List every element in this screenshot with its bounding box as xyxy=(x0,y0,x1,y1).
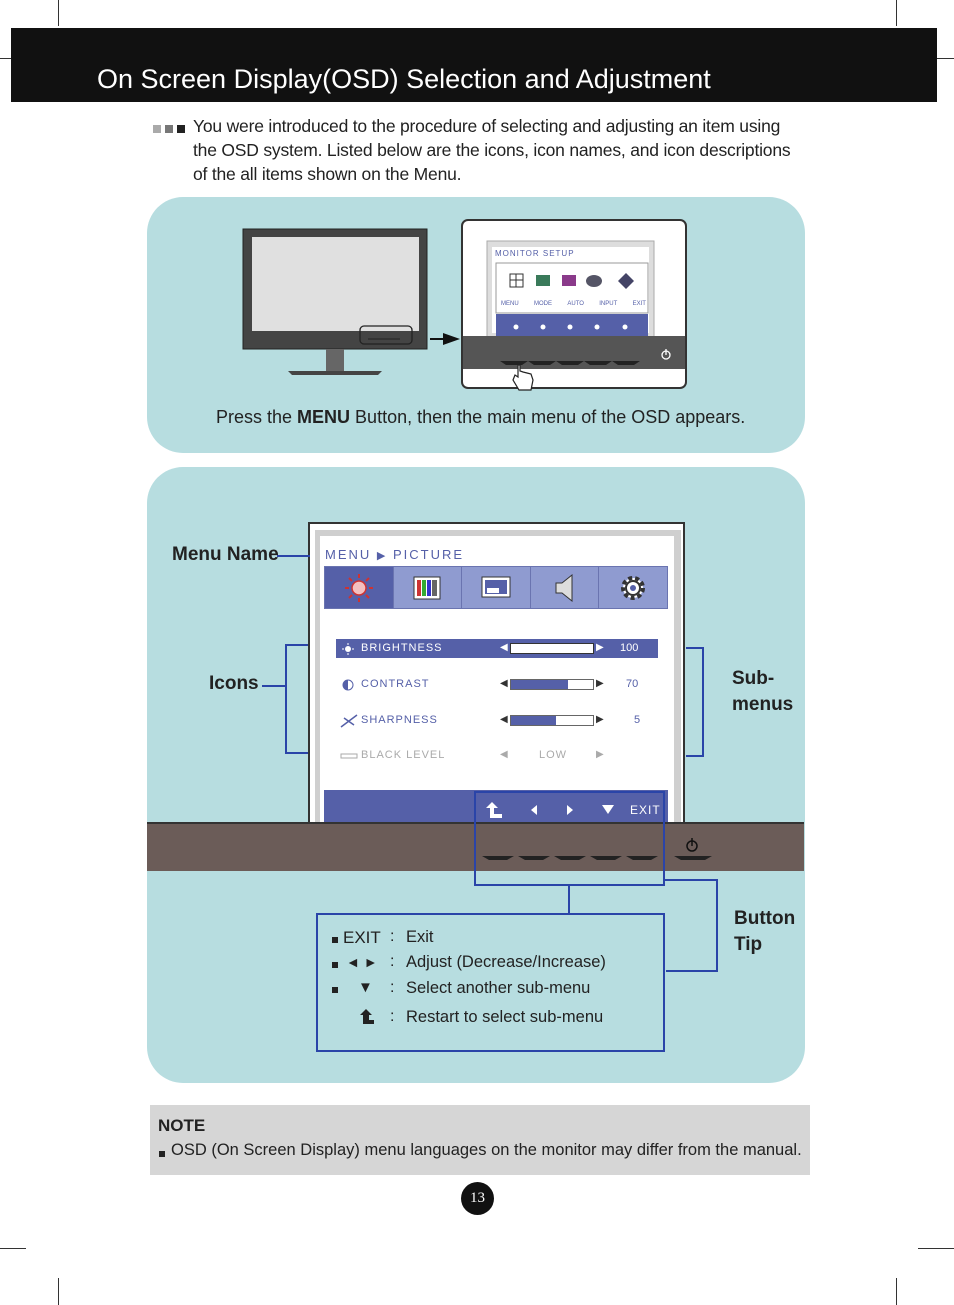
submenu-label: BLACK LEVEL xyxy=(361,749,446,761)
submenu-value: LOW xyxy=(539,749,568,761)
menu-caption: Press the MENU Button, then the main men… xyxy=(216,407,746,427)
tip-separator: : xyxy=(390,953,395,970)
submenu-black-level[interactable]: BLACK LEVEL ◀ LOW ▶ xyxy=(340,749,656,763)
contrast-icon xyxy=(342,679,354,691)
sun-icon xyxy=(342,643,354,655)
note-title: NOTE xyxy=(158,1116,206,1135)
bullet xyxy=(332,962,338,968)
tip-separator: : xyxy=(390,979,395,996)
sound-tab[interactable] xyxy=(531,567,600,608)
restart-icon xyxy=(486,802,502,818)
setup-tab[interactable] xyxy=(599,567,667,608)
bullet xyxy=(332,987,338,993)
crop-mark xyxy=(58,1278,59,1305)
tip-key: EXIT xyxy=(343,928,381,947)
osd-mini-label: MODE xyxy=(534,301,553,307)
sharpness-icon xyxy=(340,714,358,728)
tip-description: Restart to select sub-menu xyxy=(406,1008,604,1026)
decrease-arrow-icon: ◀ xyxy=(500,678,508,689)
tip-separator: : xyxy=(390,928,395,945)
black-level-icon xyxy=(340,753,358,759)
monitor-buttons xyxy=(482,838,712,860)
osd-mini-label: MENU xyxy=(501,301,519,307)
increase-arrow-icon: ▶ xyxy=(596,642,604,653)
osd-mini-label: INPUT xyxy=(599,301,618,307)
osd-mini-label: EXIT xyxy=(632,301,646,307)
submenu-value: 5 xyxy=(634,714,641,726)
submenu-contrast[interactable]: CONTRAST ◀ ▶ 70 xyxy=(340,678,656,692)
tip-description: Exit xyxy=(406,928,434,946)
note-box: NOTE OSD (On Screen Display) menu langua… xyxy=(150,1105,810,1175)
decrease-arrow-icon: ◀ xyxy=(500,714,508,725)
menu-name-label: Menu Name xyxy=(172,544,279,565)
gear-icon xyxy=(621,575,646,600)
down-arrow-icon: ▼ xyxy=(358,979,373,996)
osd-icon-row xyxy=(324,566,668,609)
crop-mark xyxy=(58,0,59,26)
intro-paragraph: You were introduced to the procedure of … xyxy=(193,116,791,184)
brightness-slider[interactable] xyxy=(510,643,594,654)
crop-mark xyxy=(928,58,954,59)
tip-separator: : xyxy=(390,1008,395,1025)
breadcrumb-arrow-icon: ▶ xyxy=(376,550,388,562)
osd-mini-label: AUTO xyxy=(567,301,584,307)
color-bars-icon xyxy=(413,576,441,599)
bullet xyxy=(159,1151,165,1157)
note-text: OSD (On Screen Display) menu languages o… xyxy=(171,1141,802,1159)
submenu-label: SHARPNESS xyxy=(361,714,438,726)
submenu-sharpness[interactable]: SHARPNESS ◀ ▶ 5 xyxy=(340,714,656,728)
button-tip-legend: EXIT : Exit ◄ ► : Adjust (Decrease/Incre… xyxy=(316,913,665,1052)
page-title: On Screen Display(OSD) Selection and Adj… xyxy=(97,64,711,94)
osd-mini-title: MONITOR SETUP xyxy=(495,249,575,258)
color-tab[interactable] xyxy=(394,567,463,608)
icons-label: Icons xyxy=(209,673,259,694)
crop-mark xyxy=(896,1278,897,1305)
picture-tab[interactable] xyxy=(325,567,394,608)
tip-description: Adjust (Decrease/Increase) xyxy=(406,953,606,971)
monitor-illustration xyxy=(242,219,687,391)
breadcrumb-menu: MENU xyxy=(325,547,372,562)
increase-arrow-icon: ▶ xyxy=(596,678,604,689)
bullet-squares-icon xyxy=(153,125,185,133)
decrease-arrow-icon: ◀ xyxy=(500,642,508,653)
crop-mark xyxy=(0,1248,26,1249)
osd-breadcrumb: MENU ▶ PICTURE xyxy=(325,547,464,562)
speaker-icon xyxy=(555,573,573,602)
submenu-label: BRIGHTNESS xyxy=(361,642,443,654)
button-tip-icons xyxy=(486,802,614,818)
crop-mark xyxy=(918,1248,954,1249)
submenu-label: CONTRAST xyxy=(361,678,430,690)
submenu-brightness[interactable]: BRIGHTNESS ◀ ▶ 100 xyxy=(340,642,656,656)
page-header xyxy=(11,28,937,102)
page-number: 13 xyxy=(461,1182,494,1215)
submenu-value: 100 xyxy=(620,642,639,654)
contrast-slider[interactable] xyxy=(510,679,594,690)
restart-icon xyxy=(360,1009,374,1024)
display-tab[interactable] xyxy=(462,567,531,608)
increase-arrow-icon: ▶ xyxy=(596,714,604,725)
increase-arrow-icon: ▶ xyxy=(596,749,604,760)
left-right-arrow-icon: ◄ ► xyxy=(346,954,378,970)
display-icon xyxy=(481,576,511,597)
crop-mark xyxy=(896,0,897,26)
sharpness-slider[interactable] xyxy=(510,715,594,726)
brightness-icon xyxy=(344,573,373,602)
osd-exit-label: EXIT xyxy=(630,803,661,817)
bullet xyxy=(332,937,338,943)
tip-description: Select another sub-menu xyxy=(406,979,591,997)
decrease-arrow-icon: ◀ xyxy=(500,749,508,760)
submenus-label: Sub-menus xyxy=(732,668,794,715)
osd-mini-labels: MENU MODE AUTO INPUT EXIT xyxy=(501,301,646,307)
breadcrumb-current: PICTURE xyxy=(393,547,465,562)
submenu-value: 70 xyxy=(626,678,639,690)
